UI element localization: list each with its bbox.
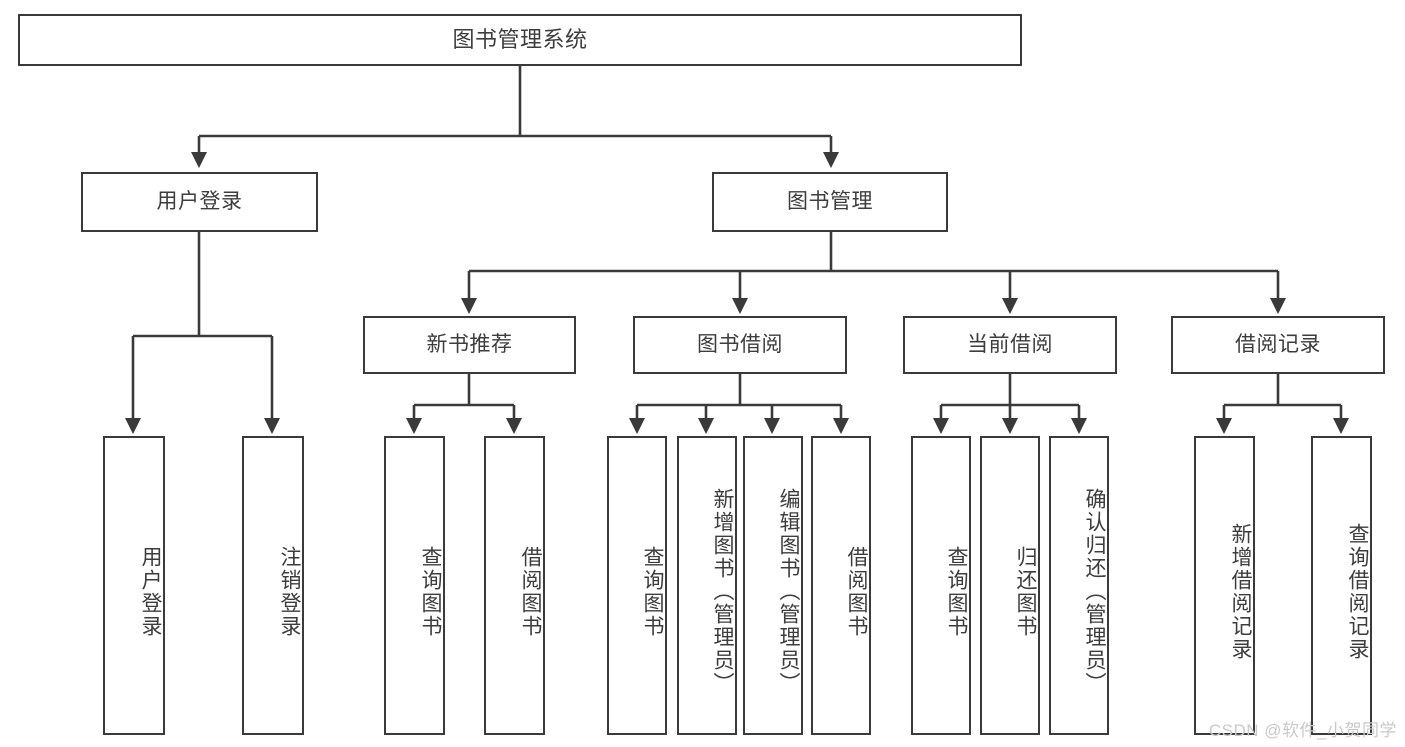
node-borrow-record[interactable]: 借阅记录: [1171, 316, 1385, 374]
node-book-borrow[interactable]: 图书借阅: [633, 316, 847, 374]
leaf-logout-login[interactable]: 注销登录: [242, 436, 304, 735]
node-new-book-recommend[interactable]: 新书推荐: [363, 316, 576, 374]
leaf-borrow-book-recommend[interactable]: 借阅图书: [484, 436, 545, 735]
leaf-edit-book-admin[interactable]: 编辑图书（管理员）: [743, 436, 803, 735]
leaf-query-borrow-record[interactable]: 查询借阅记录: [1311, 436, 1372, 735]
watermark-label: CSDN @软件_小贺同学: [1208, 721, 1397, 740]
leaf-add-borrow-record[interactable]: 新增借阅记录: [1194, 436, 1255, 735]
leaf-return-book[interactable]: 归还图书: [980, 436, 1040, 735]
leaf-query-book-recommend[interactable]: 查询图书: [384, 436, 445, 735]
node-current-borrow[interactable]: 当前借阅: [903, 316, 1117, 374]
leaf-query-book-current[interactable]: 查询图书: [911, 436, 971, 735]
leaf-confirm-return-admin[interactable]: 确认归还（管理员）: [1049, 436, 1109, 735]
node-user-login[interactable]: 用户登录: [81, 172, 318, 232]
leaf-borrow-book-borrow[interactable]: 借阅图书: [811, 436, 871, 735]
node-root-system[interactable]: 图书管理系统: [18, 14, 1022, 66]
leaf-user-login[interactable]: 用户登录: [103, 436, 165, 735]
leaf-query-book-borrow[interactable]: 查询图书: [607, 436, 667, 735]
node-book-manage[interactable]: 图书管理: [712, 172, 948, 232]
leaf-add-book-admin[interactable]: 新增图书（管理员）: [677, 436, 737, 735]
